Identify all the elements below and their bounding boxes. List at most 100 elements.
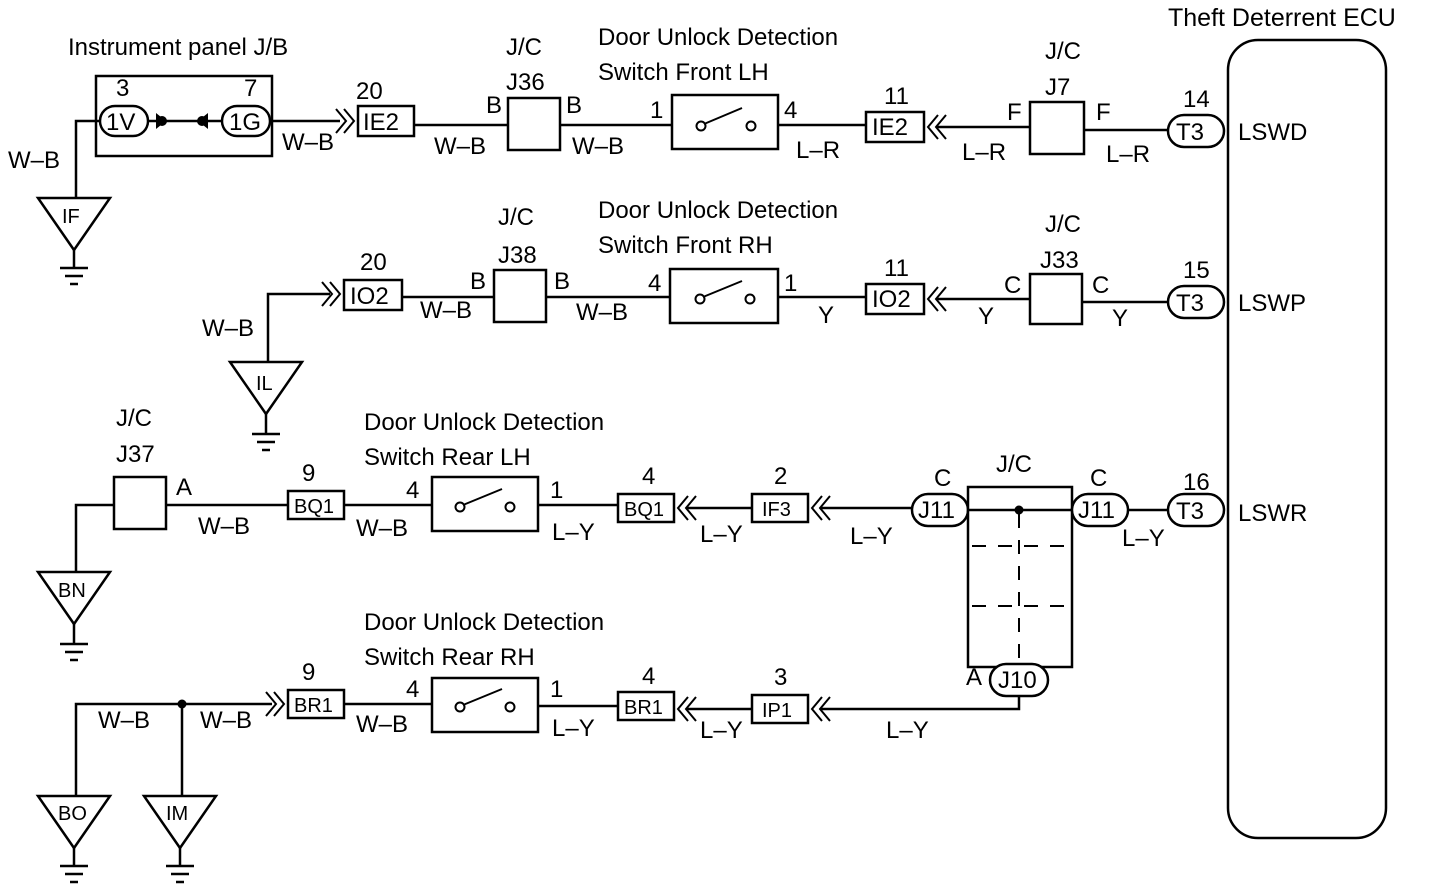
conn-ip1-label: IP1 — [762, 700, 792, 722]
switch-rear-rh-line1: Door Unlock Detection — [364, 609, 604, 636]
theft-deterrent-ecu: Theft Deterrent ECU 14 T3 LSWD 15 T3 LSW… — [1166, 4, 1396, 840]
junction-j33 — [1028, 272, 1084, 326]
ecu-pin-14-num: 14 — [1183, 86, 1210, 113]
switch-front-rh-pin-left: 4 — [648, 270, 661, 297]
wire-label-wb-7: W–B — [576, 299, 628, 326]
conn-io2-left-num: 20 — [360, 249, 387, 276]
ecu-title: Theft Deterrent ECU — [1168, 4, 1396, 32]
junction-j38 — [492, 268, 548, 324]
conn-ip1 — [750, 693, 810, 725]
j33-left-pin: C — [1004, 272, 1021, 299]
circuit-rear-lh: J/C J37 A BN W–B 9 BQ1 W–B Door Unlock D… — [35, 405, 1168, 698]
wire-label-wb-9: W–B — [356, 515, 408, 542]
wire-label-wb-1: W–B — [8, 147, 60, 174]
ecu-pin-16-signal: LSWR — [1238, 500, 1307, 527]
junction-j37 — [112, 475, 168, 531]
conn-br1-right-label: BR1 — [624, 697, 663, 719]
conn-ip1-num: 3 — [774, 664, 787, 691]
instrument-panel-title: Instrument panel J/B — [68, 34, 288, 61]
ip-right-conn: 1G — [229, 109, 261, 136]
conn-io2-left — [342, 278, 404, 312]
j36-name: J36 — [506, 69, 545, 96]
junction-j7 — [1028, 100, 1086, 156]
wire-label-wb-4: W–B — [572, 133, 624, 160]
j11-right-conn: J11 — [1078, 497, 1115, 524]
switch-front-rh-pin-right: 1 — [784, 270, 797, 297]
circuit-rear-rh: W–B W–B BO IM 9 BR1 W–B Door Unlock Dete… — [35, 609, 1021, 884]
j36-left-pin: B — [486, 92, 502, 119]
j7-title: J/C — [1045, 38, 1081, 65]
ground-bn-label: BN — [58, 580, 86, 602]
conn-io2-right-num: 11 — [884, 255, 909, 282]
switch-front-rh-line2: Switch Front RH — [598, 232, 773, 259]
wire-label-lr-1: L–R — [796, 137, 840, 164]
switch-front-lh-line1: Door Unlock Detection — [598, 24, 838, 51]
j36-right-pin: B — [566, 92, 582, 119]
wire-label-lr-2: L–R — [962, 139, 1006, 166]
ground-il — [227, 360, 305, 417]
wire-label-y-2: Y — [978, 303, 994, 330]
conn-bq1-left — [286, 489, 346, 521]
conn-bq1-left-num: 9 — [302, 460, 315, 487]
wire-label-wb-11: W–B — [200, 707, 252, 734]
wire-label-ly-1: L–Y — [552, 519, 595, 546]
switch-rear-rh-pin-right: 1 — [550, 676, 563, 703]
ip-left-conn: 1V — [106, 109, 135, 136]
conn-if3-label: IF3 — [762, 499, 791, 521]
ecu-body — [1226, 38, 1388, 840]
wire-label-wb-8: W–B — [198, 513, 250, 540]
wire-label-ly-5: L–Y — [552, 715, 595, 742]
switch-rear-rh-line2: Switch Rear RH — [364, 644, 535, 671]
wire-label-ly-6: L–Y — [700, 717, 743, 744]
ecu-pin-15-conn: T3 — [1176, 290, 1204, 317]
ground-bo-label: BO — [58, 803, 87, 825]
ecu-pin-15-signal: LSWP — [1238, 290, 1306, 317]
switch-rear-lh-pin-right: 1 — [550, 477, 563, 504]
wire-label-wb-6: W–B — [420, 297, 472, 324]
j11-right-pin: C — [1090, 465, 1107, 492]
j37-name: J37 — [116, 441, 155, 468]
switch-front-lh — [670, 93, 780, 151]
conn-ie2-right-num: 11 — [884, 83, 909, 110]
ecu-pin-15-num: 15 — [1183, 257, 1210, 284]
conn-br1-right-num: 4 — [642, 663, 655, 690]
conn-if3 — [750, 492, 810, 524]
conn-ie2-left-num: 20 — [356, 78, 383, 105]
ground-im-label: IM — [166, 803, 188, 825]
circuit-front-lh: Instrument panel J/B 3 1V 7 1G W–B IF W–… — [8, 24, 1168, 286]
wire-label-y-1: Y — [818, 302, 834, 329]
j11-left-pin: C — [934, 465, 951, 492]
switch-rear-lh-line1: Door Unlock Detection — [364, 409, 604, 436]
wire-label-ly-7: L–Y — [886, 717, 929, 744]
ecu-pin-14-conn: T3 — [1176, 119, 1204, 146]
conn-if3-num: 2 — [774, 463, 787, 490]
conn-bq1-right-num: 4 — [642, 463, 655, 490]
j7-left-pin: F — [1007, 99, 1022, 126]
j37-right-pin: A — [176, 474, 192, 501]
ecu-pin-16-conn: T3 — [1176, 498, 1204, 525]
j33-name: J33 — [1040, 247, 1079, 274]
wire-label-ly-4: L–Y — [1122, 525, 1165, 552]
conn-bq1-right-label: BQ1 — [624, 499, 664, 521]
switch-rear-rh — [430, 676, 540, 734]
j33-title: J/C — [1045, 211, 1081, 238]
conn-br1-left — [286, 688, 346, 720]
wire-label-ly-3: L–Y — [850, 523, 893, 550]
ip-left-num: 3 — [116, 75, 129, 102]
circuit-front-rh: W–B IL 20 IO2 W–B J/C J38 B B W–B Door U… — [202, 197, 1168, 452]
wire-label-y-3: Y — [1112, 305, 1128, 332]
ground-im — [141, 794, 219, 851]
switch-rear-rh-pin-left: 4 — [406, 676, 419, 703]
ground-bn — [35, 570, 113, 627]
conn-io2-left-label: IO2 — [350, 283, 389, 310]
ground-if — [35, 196, 113, 253]
wire-label-wb-5: W–B — [202, 315, 254, 342]
switch-front-lh-pin-right: 4 — [784, 97, 797, 124]
conn-ie2-right — [864, 110, 926, 144]
switch-rear-lh — [430, 475, 540, 533]
wire-label-wb-2: W–B — [282, 129, 334, 156]
switch-front-rh-line1: Door Unlock Detection — [598, 197, 838, 224]
conn-br1-right — [616, 690, 676, 722]
ground-bo — [35, 794, 113, 851]
